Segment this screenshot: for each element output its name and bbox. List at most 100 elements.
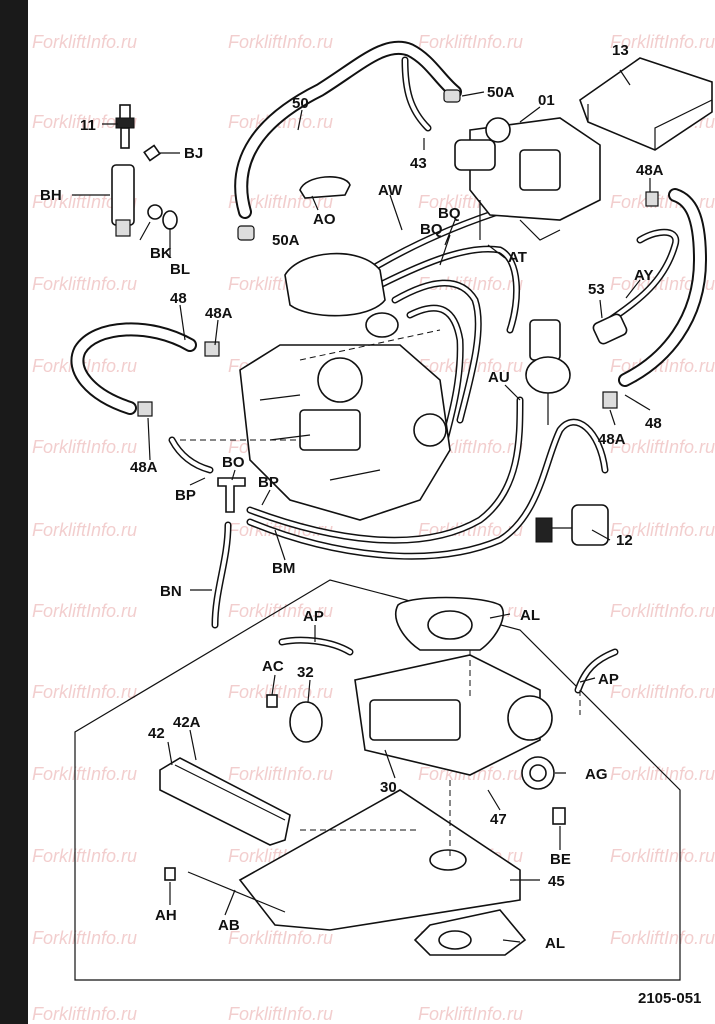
clamp-50a [237, 89, 461, 241]
vacuum-valve-assembly [525, 319, 571, 425]
watermark: ForkliftInfo.ru [228, 601, 333, 621]
label-45: 45 [548, 873, 565, 890]
rod-ab [187, 871, 286, 913]
watermark: ForkliftInfo.ru [610, 846, 715, 866]
label-at: AT [508, 249, 527, 266]
leader-lines [72, 69, 651, 943]
watermark: ForkliftInfo.ru [610, 437, 715, 457]
label-53: 53 [588, 281, 605, 298]
watermark: ForkliftInfo.ru [32, 274, 137, 294]
air-cleaner-cover [284, 252, 399, 338]
label-50a-left: 50A [272, 232, 300, 249]
clip-ao [299, 175, 351, 199]
label-bk: BK [150, 245, 172, 262]
label-11: 11 [80, 117, 96, 134]
watermark: ForkliftInfo.ru [228, 764, 333, 784]
watermark: ForkliftInfo.ru [32, 682, 137, 702]
label-bm: BM [272, 560, 295, 577]
screw-ah [164, 867, 176, 881]
hose-43 [401, 56, 432, 132]
label-43: 43 [410, 155, 427, 172]
watermark: ForkliftInfo.ru [228, 32, 333, 52]
gasket-al-bottom [413, 909, 527, 956]
washer-bk-bl [147, 204, 178, 230]
watermark: ForkliftInfo.ru [228, 1004, 333, 1024]
label-bo: BO [222, 454, 245, 471]
label-ap-1: AP [303, 608, 324, 625]
cover-13 [579, 57, 713, 151]
label-48a-right: 48A [598, 431, 626, 448]
label-ap-2: AP [598, 671, 619, 688]
watermark: ForkliftInfo.ru [32, 192, 137, 212]
bolt-ac [266, 694, 278, 708]
part-labels: 11 BJ BH BK BL 50 50A 50A 01 13 43 AO AW… [40, 42, 664, 952]
label-12: 12 [616, 532, 633, 549]
label-48a-tr: 48A [636, 162, 664, 179]
label-13: 13 [612, 42, 629, 59]
watermark: ForkliftInfo.ru [610, 764, 715, 784]
bolt-be [552, 807, 566, 825]
label-au: AU [488, 369, 510, 386]
exploded-view-frame [74, 579, 681, 981]
sensor-12 [535, 504, 609, 546]
vacuum-switch-53 [592, 313, 628, 345]
hose-bn [211, 521, 232, 629]
watermark: ForkliftInfo.ru [32, 928, 137, 948]
label-ah: AH [155, 907, 177, 924]
label-bl: BL [170, 261, 190, 278]
label-50: 50 [292, 95, 309, 112]
watermark: ForkliftInfo.ru [32, 601, 137, 621]
assembly-dashes [180, 329, 581, 860]
throttle-body [354, 654, 553, 776]
sensor-11 [115, 104, 135, 149]
label-47: 47 [490, 811, 507, 828]
label-bh: BH [40, 187, 62, 204]
label-bn: BN [160, 583, 182, 600]
cover-42 [159, 757, 291, 846]
valve-bh [111, 164, 135, 237]
watermark: ForkliftInfo.ru [228, 682, 333, 702]
label-48a-bl: 48A [130, 459, 158, 476]
watermark: ForkliftInfo.ru [610, 601, 715, 621]
vacuum-lines-bp-bm [246, 396, 609, 560]
watermark: ForkliftInfo.ru [32, 846, 137, 866]
clip-48a-right [602, 391, 618, 409]
disc-32 [289, 701, 323, 743]
clip-48a-top [645, 191, 659, 207]
label-bq-2: BQ [420, 221, 443, 238]
label-bq-1: BQ [438, 205, 461, 222]
hose-bp-small [168, 436, 214, 474]
label-32: 32 [297, 664, 314, 681]
watermark: ForkliftInfo.ru [610, 928, 715, 948]
label-42: 42 [148, 725, 165, 742]
hose-48-left [70, 322, 197, 415]
carburetor-body [239, 344, 451, 521]
label-48a-left: 48A [205, 305, 233, 322]
label-ag: AG [585, 766, 608, 783]
clip-48a-left [137, 341, 220, 417]
label-ao: AO [313, 211, 336, 228]
label-be: BE [550, 851, 571, 868]
fitting-bj [143, 144, 161, 162]
watermark: ForkliftInfo.ru [32, 520, 137, 540]
watermark: ForkliftInfo.ru [32, 112, 137, 132]
label-48-right: 48 [645, 415, 662, 432]
label-bp-2: BP [258, 474, 279, 491]
watermark: ForkliftInfo.ru [228, 928, 333, 948]
watermark: ForkliftInfo.ru [32, 1004, 137, 1024]
label-aw: AW [378, 182, 403, 199]
label-bj: BJ [184, 145, 203, 162]
watermark: ForkliftInfo.ru [32, 32, 137, 52]
watermark: ForkliftInfo.ru [610, 274, 715, 294]
label-ay: AY [634, 267, 653, 284]
label-bp-1: BP [175, 487, 196, 504]
hose-50 [234, 40, 462, 219]
hose-48-right [618, 188, 708, 387]
watermark: ForkliftInfo.ru [610, 682, 715, 702]
figure-number: 2105-051 [638, 990, 701, 1007]
label-42a: 42A [173, 714, 201, 731]
label-al-bottom: AL [545, 935, 565, 952]
label-30: 30 [380, 779, 397, 796]
gear-ag [521, 756, 555, 790]
